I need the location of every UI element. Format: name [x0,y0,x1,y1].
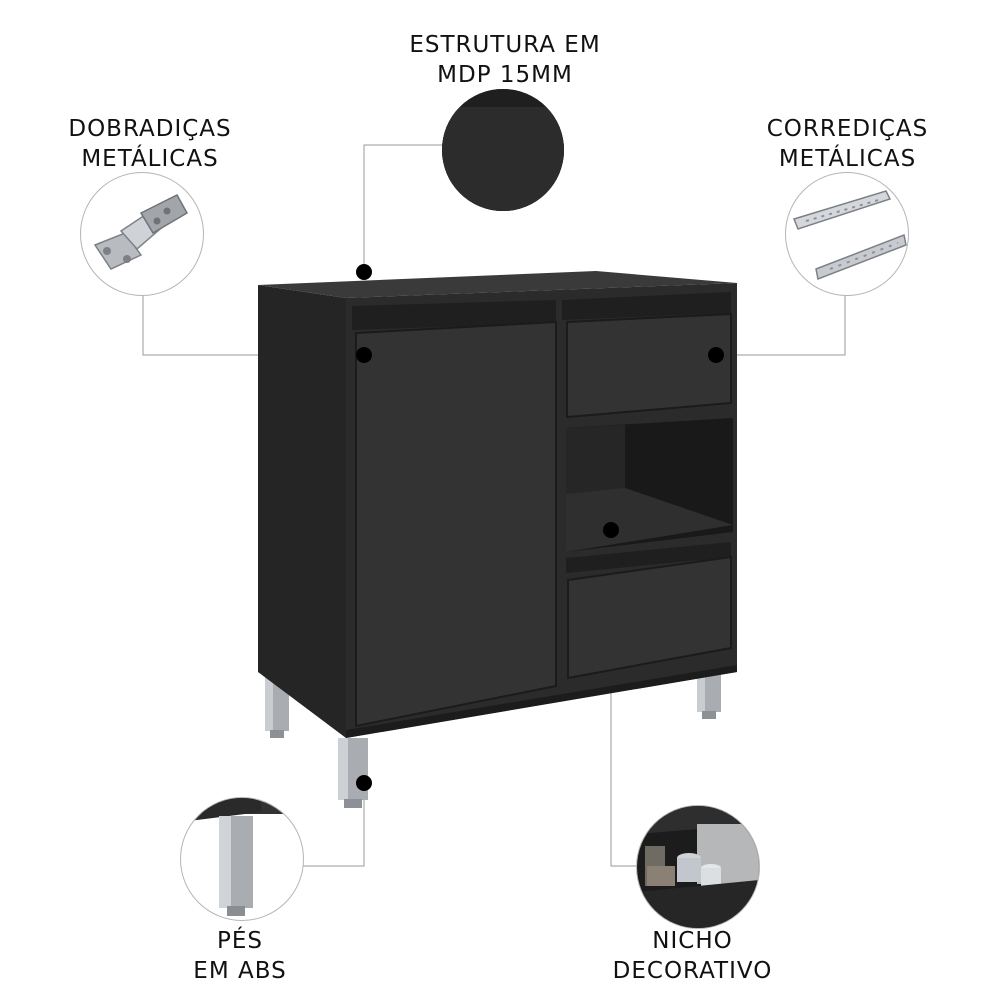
hinge-icon [93,194,189,270]
marker-dots [356,264,724,791]
niche-detail-circle [636,805,760,929]
feet-detail-circle [180,797,304,921]
hinges-dot [356,347,372,363]
structure-label: ESTRUTURA EM MDP 15MM [390,30,620,90]
drawer-slide-icon [793,190,907,281]
structure-detail-circle [442,89,564,211]
door [355,320,557,728]
slides-leader [716,290,846,356]
structure-label-line2: MDP 15MM [437,62,573,88]
niche-dot [603,522,619,538]
hinges-label: DOBRADIÇAS METÁLICAS [50,114,250,174]
slides-label-line2: METÁLICAS [778,146,917,172]
hinges-label-line1: DOBRADIÇAS [68,116,232,142]
slides-label: CORREDIÇAS METÁLICAS [745,114,950,174]
feet-dot [356,775,372,791]
feet-leader [302,783,365,867]
abs-foot-icon [181,798,303,916]
structure-label-line1: ESTRUTURA EM [409,32,601,58]
feet-label-line1: PÉS [216,928,263,954]
hinges-detail-circle [80,172,204,296]
structure-leader [363,144,442,272]
upper-drawer [566,312,732,419]
structure-dot [356,264,372,280]
cabinet-body [258,271,737,738]
mdp-sample-icon [442,89,564,211]
niche-photo-icon [637,806,759,928]
hinges-label-line2: METÁLICAS [81,146,219,172]
niche-label-line1: NICHO [652,928,733,954]
niche-label-line2: DECORATIVO [612,958,773,984]
feet-label: PÉS EM ABS [160,926,320,986]
slides-detail-circle [785,172,909,296]
lower-drawer [567,555,732,680]
leg-front-left [338,738,368,808]
slides-dot [708,347,724,363]
slides-label-line1: CORREDIÇAS [766,116,929,142]
niche-label: NICHO DECORATIVO [590,926,795,986]
feet-label-line2: EM ABS [193,958,287,984]
